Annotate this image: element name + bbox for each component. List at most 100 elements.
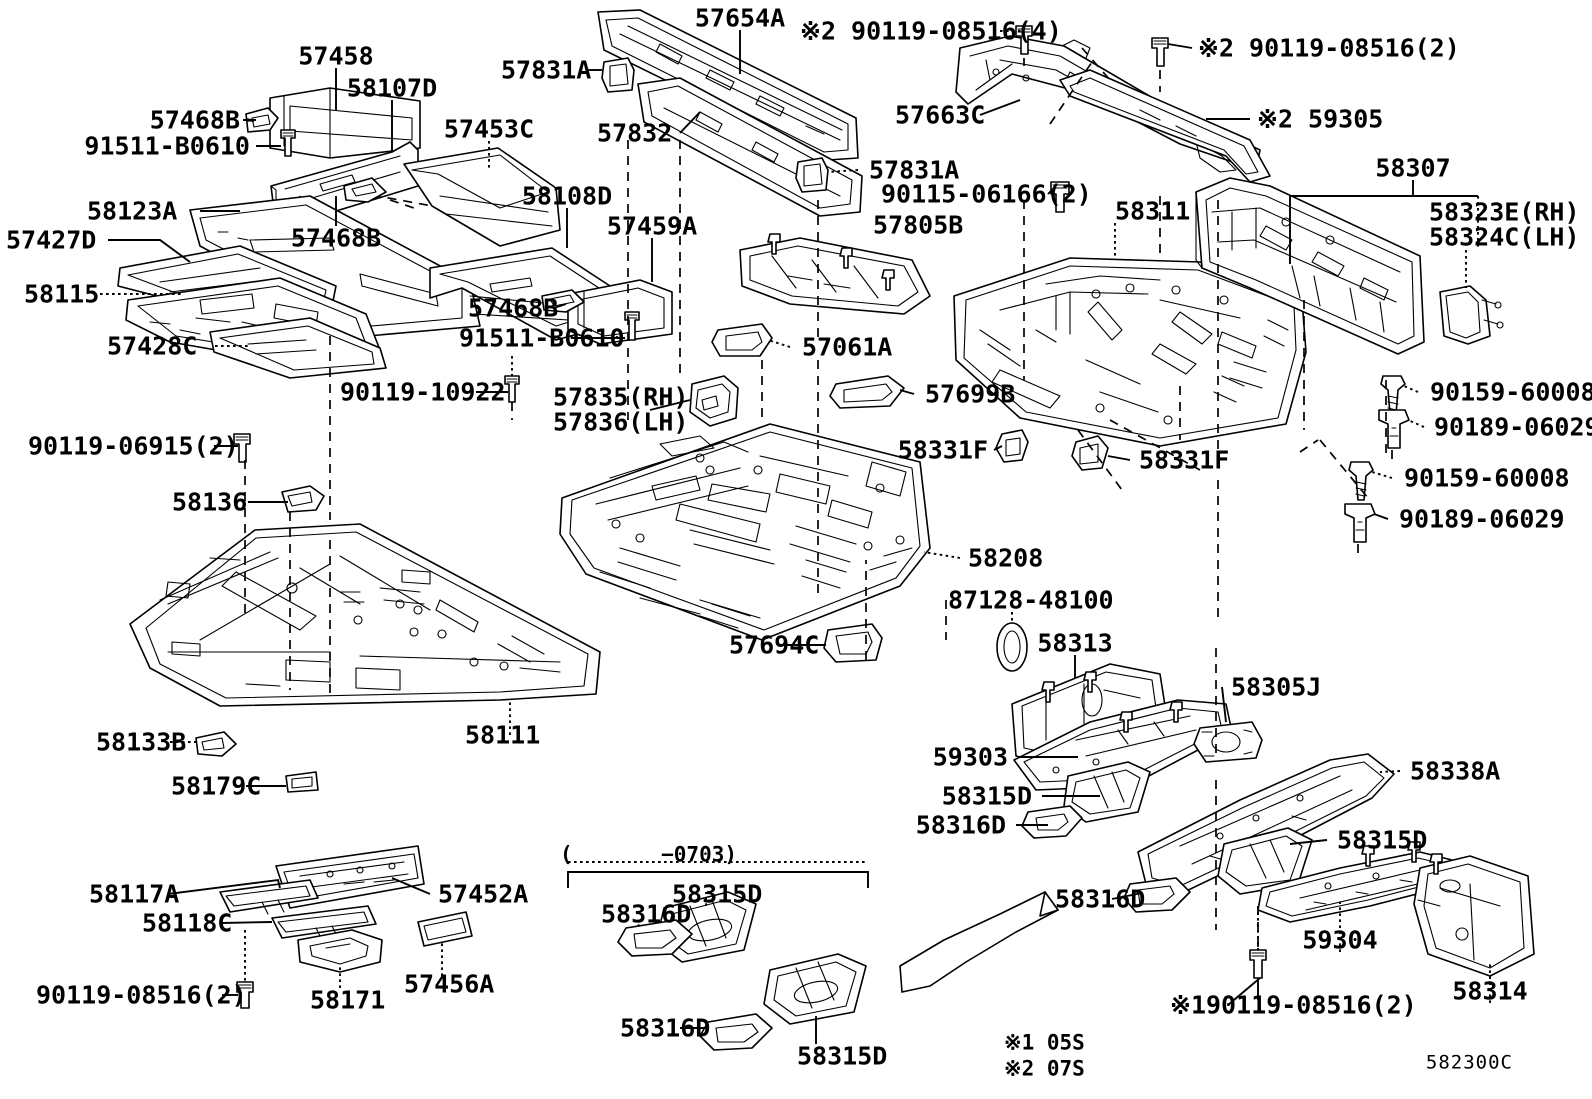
part-label-58315d[interactable]: 58315D xyxy=(1337,825,1428,855)
part-label-57805b[interactable]: 57805B xyxy=(873,210,964,240)
part-label-90189-06029[interactable]: 90189-06029 xyxy=(1399,504,1565,534)
part-58316D-lowerright xyxy=(1123,877,1191,913)
part-58316D-midright xyxy=(1021,805,1083,839)
screw-90159-60008-lower xyxy=(1348,461,1374,501)
part-57458 xyxy=(269,87,421,159)
bolt-91511-B0610-upper xyxy=(280,129,296,157)
date-range-label: ( −0703) xyxy=(560,842,738,867)
part-label-58338a[interactable]: 58338A xyxy=(1410,756,1501,786)
bracket-group-0703 xyxy=(567,861,869,888)
part-label-58323e-rh[interactable]: 58323E(RH) xyxy=(1429,197,1580,227)
part-label-58179c[interactable]: 58179C xyxy=(171,771,262,801)
part-label-58316d[interactable]: 58316D xyxy=(601,899,692,929)
part-label-90159-60008[interactable]: 90159-60008 xyxy=(1404,463,1570,493)
part-label-57459a[interactable]: 57459A xyxy=(606,211,698,241)
part-label-57458[interactable]: 57458 xyxy=(298,41,374,71)
part-label-58123a[interactable]: 58123A xyxy=(87,196,178,226)
part-label-57061a[interactable]: 57061A xyxy=(802,332,893,362)
part-label-58316d[interactable]: 58316D xyxy=(1055,884,1146,914)
part-58118C xyxy=(271,905,377,941)
part-57453C xyxy=(355,147,561,247)
part-label-58208[interactable]: 58208 xyxy=(968,543,1044,573)
part-label-58315d[interactable]: 58315D xyxy=(672,879,763,909)
part-label-58115[interactable]: 58115 xyxy=(24,279,100,309)
part-label-2-90119-08516-2[interactable]: ※2 90119-08516(2) xyxy=(1198,33,1460,63)
part-58331F-right xyxy=(1071,435,1109,471)
part-label-58107d[interactable]: 58107D xyxy=(346,73,438,103)
part-label-58111[interactable]: 58111 xyxy=(465,720,541,750)
part-label-58315d[interactable]: 58315D xyxy=(797,1041,888,1071)
part-label-57831a[interactable]: 57831A xyxy=(501,55,592,85)
part-label-57699b[interactable]: 57699B xyxy=(925,379,1016,409)
part-label-57453c[interactable]: 57453C xyxy=(443,114,535,144)
part-label-57694c[interactable]: 57694C xyxy=(729,630,820,660)
part-label-57832[interactable]: 57832 xyxy=(597,118,673,148)
part-label-91511-b0610[interactable]: 91511-B0610 xyxy=(459,323,625,353)
clip-90189-06029-lower xyxy=(1344,503,1376,556)
part-57699B xyxy=(829,375,905,409)
part-label-58133b[interactable]: 58133B xyxy=(96,727,187,757)
part-58179C xyxy=(285,771,319,793)
part-label-2-90119-08516-4[interactable]: ※2 90119-08516(4) xyxy=(800,16,1062,46)
part-label-57456a[interactable]: 57456A xyxy=(404,969,495,999)
part-58316D-group-upper xyxy=(617,919,693,957)
part-label-59304[interactable]: 59304 xyxy=(1302,925,1378,955)
part-57831A-right xyxy=(795,157,829,193)
part-label-58108d[interactable]: 58108D xyxy=(521,181,613,211)
part-58111 xyxy=(129,523,601,707)
part-57459A xyxy=(567,279,673,345)
part-label-58331f[interactable]: 58331F xyxy=(897,435,988,465)
part-label-91511-b0610[interactable]: 91511-B0610 xyxy=(84,131,250,161)
part-label-57428c[interactable]: 57428C xyxy=(107,331,198,361)
part-label-57452a[interactable]: 57452A xyxy=(438,879,529,909)
part-label-58313[interactable]: 58313 xyxy=(1037,628,1113,658)
bolt-190119-08516 xyxy=(1249,906,1267,1000)
part-label-58315d[interactable]: 58315D xyxy=(941,781,1032,811)
part-label-57468b[interactable]: 57468B xyxy=(149,105,240,135)
part-58117A xyxy=(219,879,319,915)
part-label-58171[interactable]: 58171 xyxy=(310,985,386,1015)
part-58315D-group-lower xyxy=(763,953,867,1025)
part-label-90159-60008[interactable]: 90159-60008 xyxy=(1430,377,1592,407)
part-label-58314[interactable]: 58314 xyxy=(1452,976,1528,1006)
part-59305 xyxy=(1059,69,1271,183)
part-57654A xyxy=(597,9,859,161)
bolt-90115-06166 xyxy=(1050,181,1070,213)
part-label-57468b[interactable]: 57468B xyxy=(290,223,382,253)
part-label-57468b[interactable]: 57468B xyxy=(468,293,559,323)
part-label-57427d[interactable]: 57427D xyxy=(6,225,97,255)
part-label-190119-08516-2[interactable]: ※190119-08516(2) xyxy=(1170,990,1417,1020)
part-label-58316d[interactable]: 58316D xyxy=(620,1013,711,1043)
part-label-58118c[interactable]: 58118C xyxy=(142,908,233,938)
part-label-58117a[interactable]: 58117A xyxy=(89,879,180,909)
part-label-90189-06029[interactable]: 90189-06029 xyxy=(1434,412,1592,442)
part-label-58305j[interactable]: 58305J xyxy=(1231,672,1322,702)
part-label-57663c[interactable]: 57663C xyxy=(895,100,986,130)
part-label-90115-06166-2[interactable]: 90115-06166(2) xyxy=(881,179,1092,209)
part-label-59303[interactable]: 59303 xyxy=(932,742,1008,772)
leader-lines xyxy=(100,30,1491,1044)
part-label-57831a[interactable]: 57831A xyxy=(869,155,960,185)
part-label-58307[interactable]: 58307 xyxy=(1375,153,1451,183)
part-label-2-59305[interactable]: ※2 59305 xyxy=(1257,104,1384,134)
part-label-90119-10922[interactable]: 90119-10922 xyxy=(340,377,506,407)
part-label-58311[interactable]: 58311 xyxy=(1115,196,1191,226)
part-58313 xyxy=(1011,663,1167,767)
part-label-90119-06915-2[interactable]: 90119-06915(2) xyxy=(28,431,239,461)
part-label-57654a[interactable]: 57654A xyxy=(694,3,786,33)
part-label-90119-08516-2[interactable]: 90119-08516(2) xyxy=(36,980,247,1010)
part-58208 xyxy=(559,423,931,641)
part-label-58136[interactable]: 58136 xyxy=(172,487,248,517)
part-59303 xyxy=(1013,699,1233,791)
part-57831A-left xyxy=(601,57,635,93)
part-label-58324c-lh[interactable]: 58324C(LH) xyxy=(1429,222,1580,252)
part-label-87128-48100[interactable]: 87128-48100 xyxy=(948,585,1114,615)
part-label-58316d[interactable]: 58316D xyxy=(915,810,1006,840)
part-58316D-group-lower xyxy=(699,1013,773,1051)
part-label-57836-lh[interactable]: 57836(LH) xyxy=(553,407,689,437)
part-label-57835-rh[interactable]: 57835(RH) xyxy=(553,382,689,412)
part-label-58331f[interactable]: 58331F xyxy=(1139,445,1230,475)
part-57456A xyxy=(417,911,473,947)
